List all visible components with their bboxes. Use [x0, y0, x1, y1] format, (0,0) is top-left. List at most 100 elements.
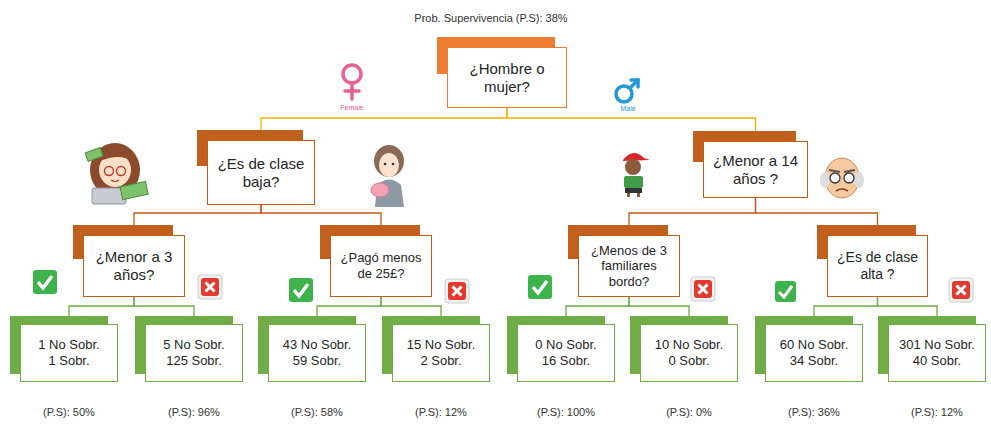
node-text: 59 Sobr.	[293, 353, 341, 369]
leaf-probability: (P.S): 96%	[168, 406, 220, 419]
check-icon-part	[289, 278, 313, 302]
check-icon-part	[528, 275, 552, 299]
leaf-box: 1 No Sobr.1 Sobr.	[20, 324, 118, 382]
node-text: 16 Sobr.	[542, 353, 590, 369]
cross-icon-part	[448, 282, 466, 300]
cross-icon-part	[694, 280, 712, 298]
woman-illustration-part	[392, 163, 395, 166]
old-man-illustration-part	[844, 173, 854, 183]
female-symbol-part	[343, 65, 361, 83]
node-text: 10 No Sobr.	[655, 337, 724, 353]
question-box: ¿Pagó menos de 25£?	[330, 235, 432, 297]
question-box: ¿Menor a 14 años ?	[703, 141, 808, 198]
question-box: ¿Es de clase baja?	[207, 140, 315, 205]
cross-icon-part	[201, 278, 219, 296]
boy-illustration-part	[625, 188, 642, 193]
node-text: ¿Es de clase baja?	[214, 155, 308, 191]
root-probability: Prob. Supervivencia (P.S): 38%	[414, 12, 567, 25]
girl-money-illustration-part	[117, 167, 126, 176]
leaf-box: 10 No Sobr.0 Sobr.	[640, 324, 738, 382]
leaf-probability: (P.S): 50%	[43, 406, 95, 419]
old-man-illustration-part	[820, 172, 830, 188]
male-symbol-part	[630, 80, 638, 88]
girl-money-illustration-part	[111, 180, 119, 182]
old-man-illustration-part	[836, 189, 848, 191]
old-man-illustration-part	[830, 173, 840, 183]
node-text: 1 Sobr.	[48, 353, 89, 369]
leaf-box: 0 No Sobr.16 Sobr.	[517, 324, 615, 382]
cross-icon-part	[206, 283, 215, 292]
boy-illustration-part	[624, 176, 643, 188]
node-text: ¿Menos de 3 familiares bordo?	[585, 243, 673, 290]
node-text: 2 Sobr.	[420, 353, 461, 369]
cross-icon-part	[949, 278, 973, 302]
leaf-box: 60 No Sobr.34 Sobr.	[765, 324, 863, 382]
node-text: ¿Menor a 3 años?	[90, 248, 178, 284]
node-text: ¿Menor a 14 años ?	[710, 152, 801, 188]
node-text: 15 No Sobr.	[407, 337, 476, 353]
question-box: ¿Es de clase alta ?	[827, 235, 928, 297]
boy-illustration	[623, 153, 650, 197]
check-icon-part	[38, 276, 52, 288]
gender-caption: Male	[620, 105, 635, 113]
cross-icon	[691, 277, 715, 301]
cross-icon	[198, 275, 222, 299]
leaf-probability: (P.S): 12%	[911, 406, 963, 419]
check-icon-part	[533, 281, 547, 293]
root-question-box: ¿Hombre o mujer?	[447, 47, 567, 108]
old-man-illustration-part	[829, 170, 855, 172]
old-man-illustration	[820, 158, 864, 198]
leaf-box: 15 No Sobr.2 Sobr.	[392, 324, 490, 382]
leaf-probability: (P.S): 36%	[788, 406, 840, 419]
check-icon-part	[779, 286, 792, 297]
question-box: ¿Menos de 3 familiares bordo?	[578, 235, 680, 297]
cross-icon-part	[453, 287, 462, 296]
boy-illustration-part	[627, 193, 630, 197]
leaf-box: 43 No Sobr.59 Sobr.	[268, 324, 366, 382]
male-symbol	[616, 80, 638, 102]
check-icon	[775, 281, 796, 302]
cross-icon-part	[957, 286, 966, 295]
girl-money-illustration-part	[105, 167, 114, 176]
node-text: ¿Hombre o mujer?	[454, 60, 560, 96]
node-text: ¿Pagó menos de 25£?	[337, 250, 425, 281]
node-text: 60 No Sobr.	[780, 337, 849, 353]
female-symbol	[343, 65, 361, 99]
check-icon	[33, 270, 57, 294]
check-icon	[289, 278, 313, 302]
male-symbol-part	[631, 80, 638, 87]
node-text: 34 Sobr.	[790, 353, 838, 369]
node-text: 40 Sobr.	[913, 353, 961, 369]
old-man-illustration-part	[854, 172, 864, 188]
boy-illustration-part	[637, 193, 640, 197]
cross-icon	[445, 279, 469, 303]
cross-icon	[949, 278, 973, 302]
check-icon-part	[33, 270, 57, 294]
node-text: 125 Sobr.	[166, 353, 222, 369]
leaf-probability: (P.S): 100%	[537, 406, 595, 419]
leaf-box: 5 No Sobr.125 Sobr.	[145, 324, 243, 382]
old-man-illustration-part	[825, 158, 859, 198]
node-text: 43 No Sobr.	[283, 337, 352, 353]
woman-illustration-part	[384, 163, 387, 166]
cross-icon-part	[198, 275, 222, 299]
boy-illustration-part	[623, 153, 650, 161]
cross-icon-part	[699, 285, 708, 294]
node-text: 0 No Sobr.	[535, 337, 596, 353]
girl-money-illustration-part	[120, 181, 148, 199]
girl-money-illustration	[85, 143, 148, 204]
node-text: 301 No Sobr.	[899, 337, 975, 353]
node-text: 5 No Sobr.	[163, 337, 224, 353]
leaf-box: 301 No Sobr.40 Sobr.	[888, 324, 986, 382]
leaf-probability: (P.S): 0%	[666, 406, 712, 419]
gender-caption: Female	[340, 104, 363, 112]
node-text: 1 No Sobr.	[38, 337, 99, 353]
woman-illustration	[371, 145, 404, 207]
cross-icon-part	[445, 279, 469, 303]
question-box: ¿Menor a 3 años?	[83, 235, 185, 297]
female-symbol-part	[345, 89, 359, 93]
node-text: 0 Sobr.	[668, 353, 709, 369]
girl-money-illustration-part	[85, 148, 103, 162]
